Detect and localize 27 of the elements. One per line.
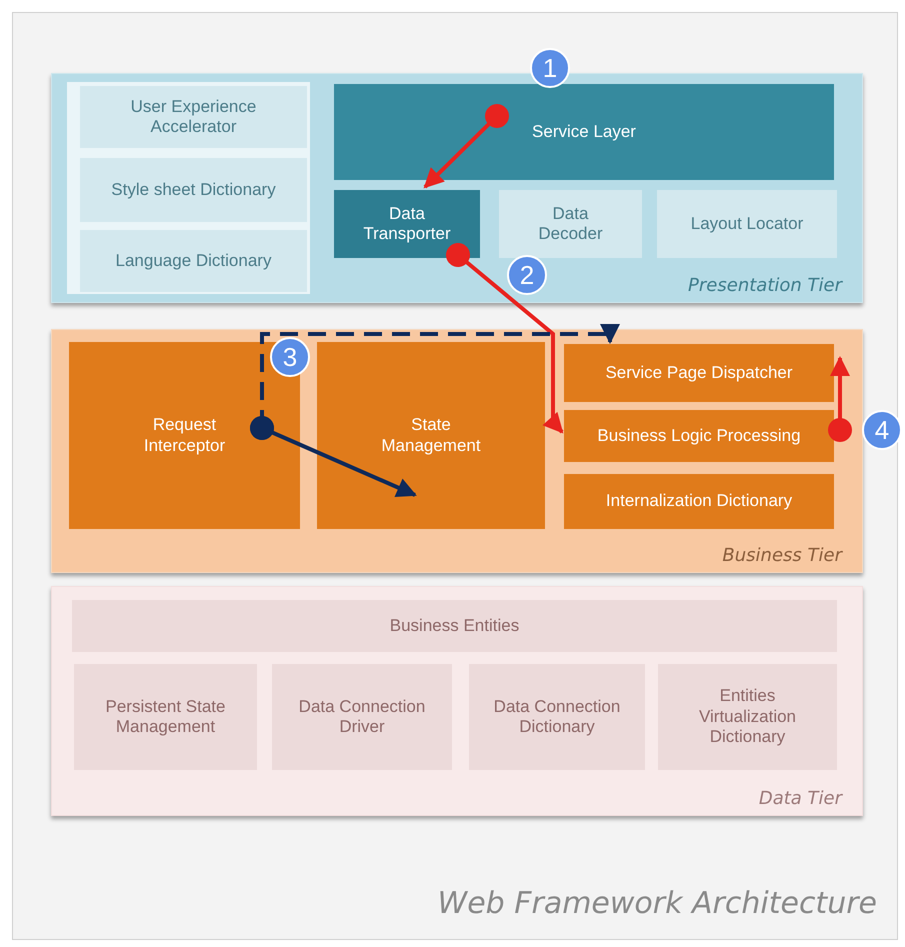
arrow	[424, 104, 509, 188]
arrow	[828, 356, 852, 442]
component-box: Style sheet Dictionary	[80, 158, 307, 222]
component-box: Internalization Dictionary	[564, 474, 834, 529]
arrow	[446, 243, 564, 434]
tier-label: Business Tier	[722, 545, 842, 566]
component-box: Language Dictionary	[80, 230, 307, 292]
tier-panel	[51, 586, 863, 816]
component-box: User Experience Accelerator	[80, 86, 307, 148]
diagram-frame	[12, 12, 898, 940]
component-box: Business Logic Processing	[564, 410, 834, 462]
tier-panel	[51, 329, 863, 573]
component-box: Data Connection Dictionary	[469, 664, 645, 770]
component-box: Data Transporter	[334, 190, 480, 258]
component-box: Service Layer	[334, 84, 834, 180]
component-box: Persistent State Management	[74, 664, 257, 770]
component-box: Entities Virtualization Dictionary	[658, 664, 837, 770]
component-box: Data Connection Driver	[272, 664, 452, 770]
component-box: Service Page Dispatcher	[564, 344, 834, 402]
component-box: Data Decoder	[499, 190, 642, 258]
component-box: State Management	[317, 342, 545, 529]
tier-label: Data Tier	[758, 788, 842, 809]
diagram-caption: Web Framework Architecture	[438, 886, 877, 921]
component-box: Business Entities	[72, 600, 837, 652]
tier-label: Presentation Tier	[688, 275, 842, 296]
arrow	[250, 416, 417, 497]
component-box: Layout Locator	[657, 190, 837, 258]
